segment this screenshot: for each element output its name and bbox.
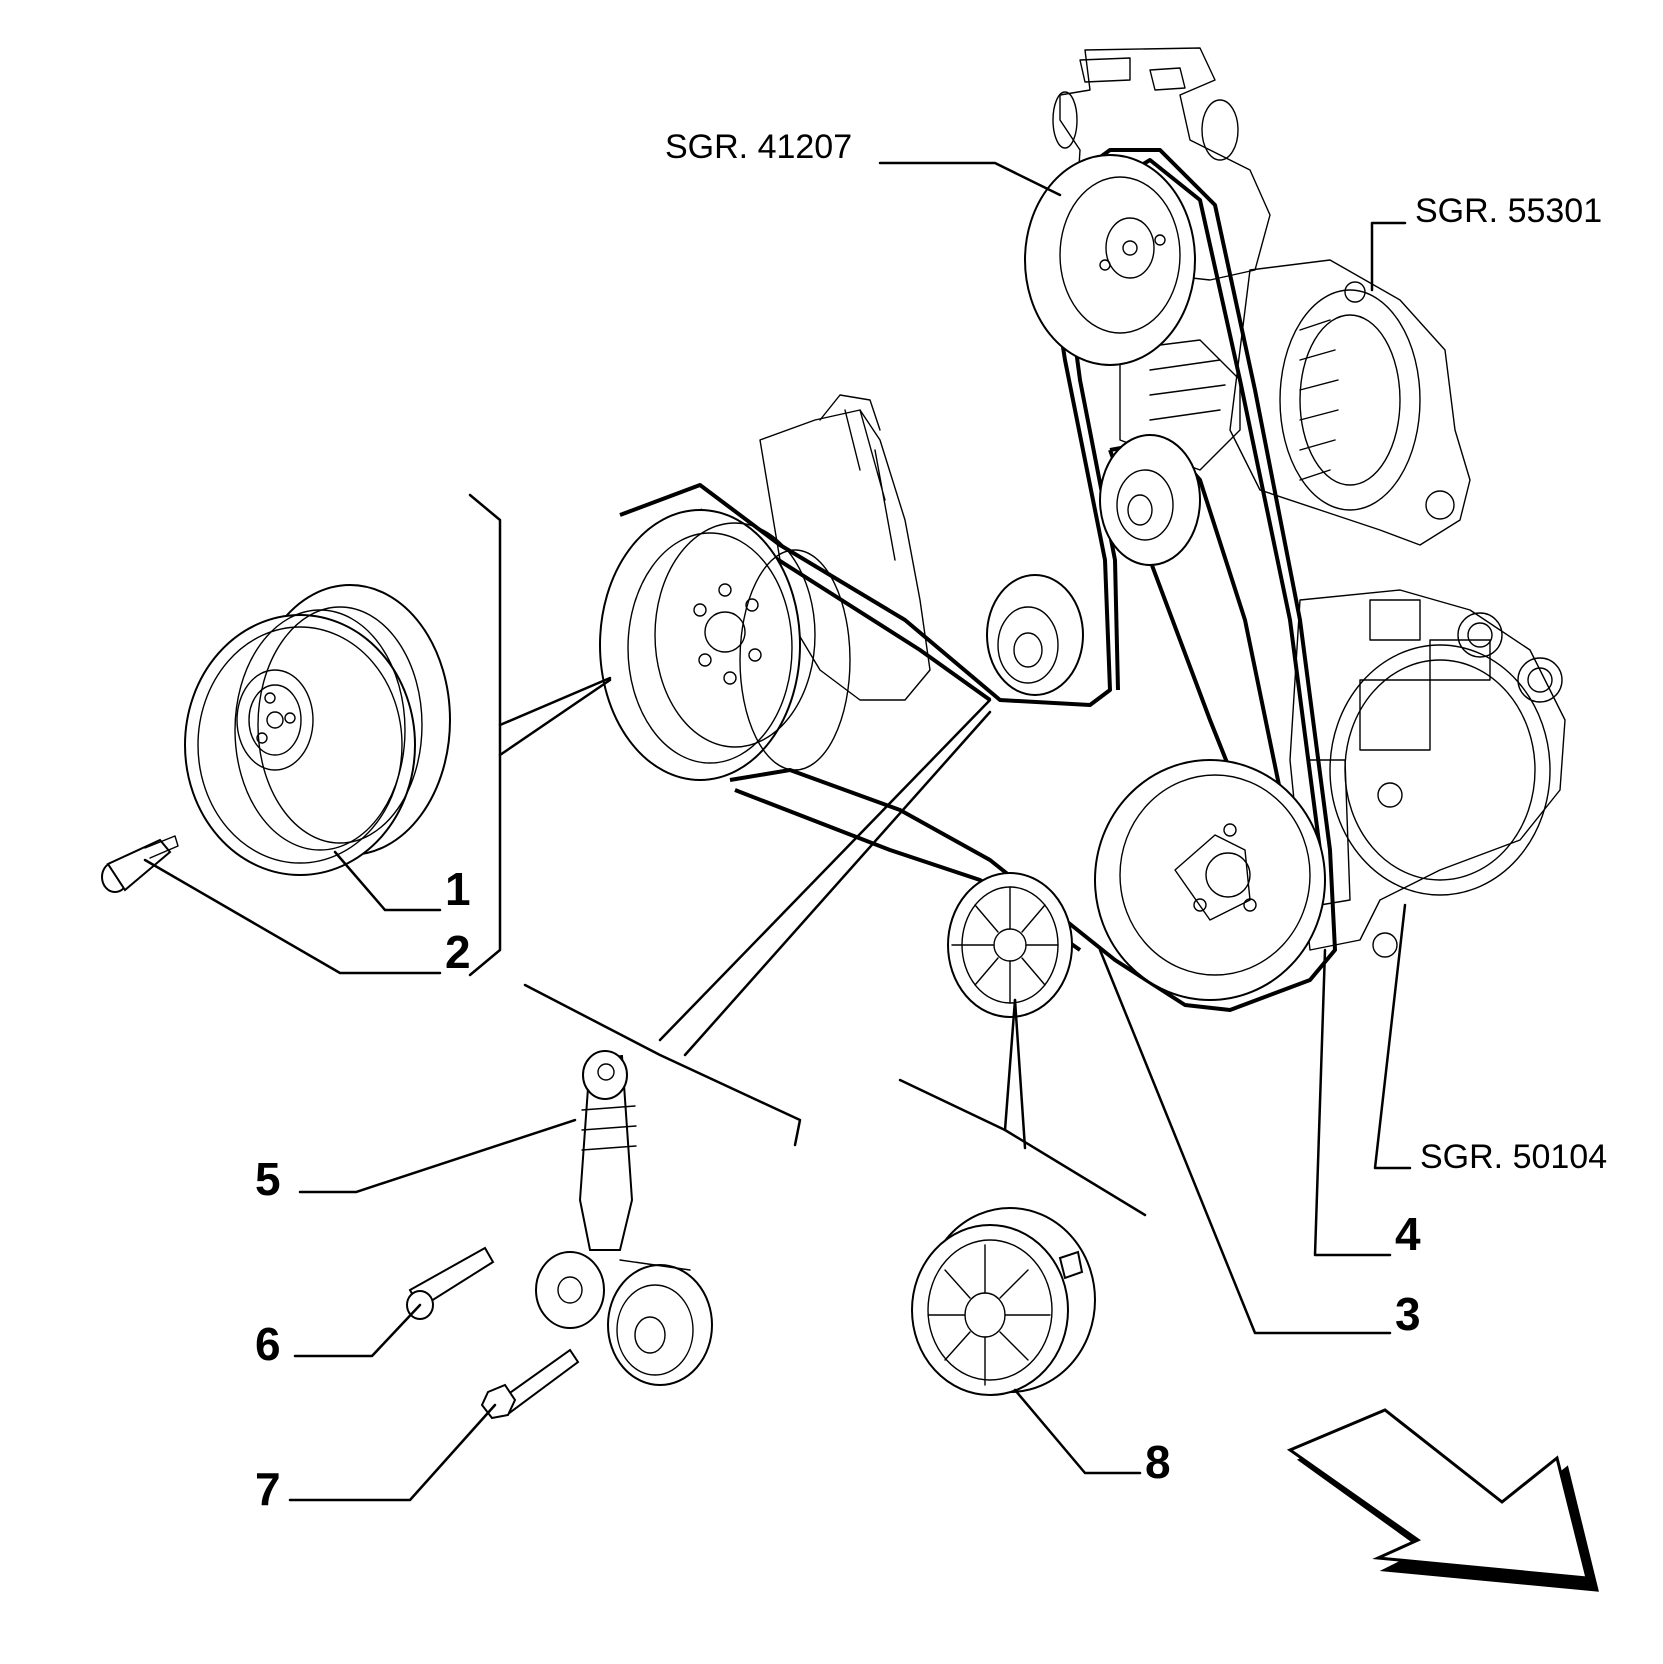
callout-2: 2: [445, 926, 471, 978]
arrow-down-right-icon: [1286, 1408, 1599, 1592]
tensioner-pulley-installed: [947, 872, 1073, 1018]
lower-pulley: [1094, 759, 1326, 1001]
callout-7: 7: [255, 1463, 281, 1515]
callout-4: 4: [1395, 1208, 1421, 1260]
part-7-bolt: [480, 1348, 580, 1420]
reference-labels: SGR. 41207 SGR. 55301 SGR. 50104: [665, 128, 1607, 1176]
crankshaft-pulley: [599, 509, 851, 781]
ref-sgr-41207: SGR. 41207: [665, 128, 852, 166]
callout-1: 1: [445, 863, 471, 915]
ref-sgr-50104: SGR. 50104: [1420, 1138, 1607, 1176]
part-2-bolt: [101, 835, 179, 893]
callout-6: 6: [255, 1318, 281, 1370]
callout-numbers: 1 2 3 4 5 6 7 8: [255, 863, 1421, 1515]
idler-pulley-mid: [1099, 434, 1201, 566]
callout-8: 8: [1145, 1436, 1171, 1488]
power-steering-pump: [1052, 47, 1271, 281]
part-6-bolt: [406, 1246, 495, 1320]
callout-leader-lines: [143, 161, 1412, 1502]
part-1-pulley: [184, 584, 451, 876]
top-pulley: [1024, 154, 1196, 366]
callout-5: 5: [255, 1153, 281, 1205]
idler-pulley-upper: [986, 574, 1084, 696]
ref-sgr-55301: SGR. 55301: [1415, 192, 1602, 230]
part-5-tensioner-assembly: [535, 1050, 713, 1386]
alternator: [1119, 259, 1471, 546]
callout-3: 3: [1395, 1288, 1421, 1340]
part-8-idler-pulley: [911, 1207, 1096, 1396]
group-bracket-lines: [468, 493, 1147, 1217]
